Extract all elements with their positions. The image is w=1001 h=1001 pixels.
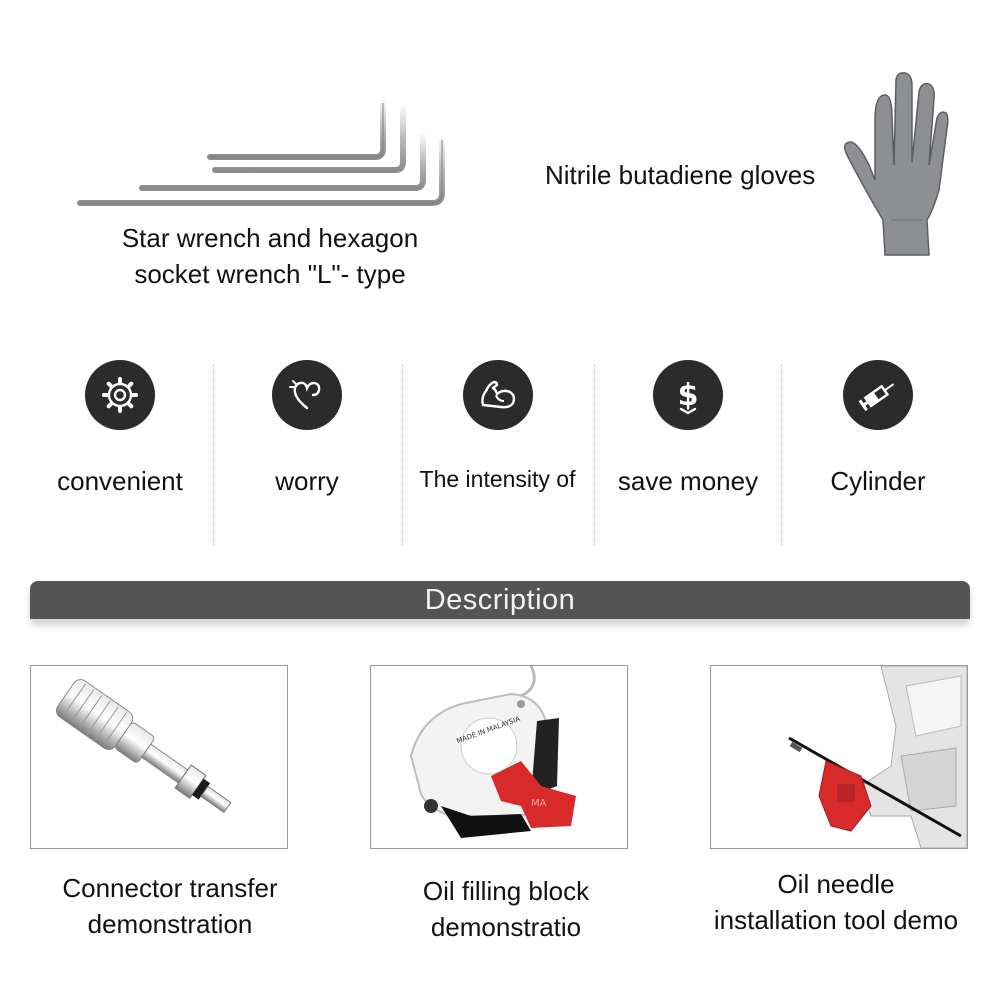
dollar-icon: $: [653, 360, 723, 430]
lever-print-text: MA: [531, 798, 547, 809]
feature-cylinder: Cylinder: [788, 360, 968, 550]
feature-intensity: The intensity of: [405, 360, 590, 550]
oil-needle-caption-line2: installation tool demo: [713, 905, 959, 935]
svg-text:$: $: [678, 378, 699, 413]
description-title: Description: [424, 583, 576, 616]
gloves-label: Nitrile butadiene gloves: [545, 160, 816, 190]
oil-filling-caption-line2: demonstratio: [430, 912, 582, 942]
oil-needle-caption: Oil needle installation tool demo: [686, 866, 986, 938]
feature-divider: [781, 365, 782, 545]
oil-needle-caption-line1: Oil needle: [777, 869, 895, 899]
connector-caption-line2: demonstration: [87, 909, 253, 939]
oil-filling-caption-line1: Oil filling block: [422, 876, 590, 906]
connector-caption-line1: Connector transfer: [62, 873, 278, 903]
feature-label-save-money: save money: [617, 466, 759, 496]
feature-convenient: convenient: [30, 360, 210, 550]
wrench-caption: Star wrench and hexagon socket wrench "L…: [70, 220, 470, 292]
description-header-bar: Description: [30, 581, 970, 619]
l-wrench-set-image: [70, 95, 460, 220]
feature-divider: [213, 365, 214, 545]
gear-icon: [85, 360, 155, 430]
wrench-caption-line1: Star wrench and hexagon: [121, 223, 419, 253]
muscle-arm-icon: [462, 360, 533, 430]
feature-label-convenient: convenient: [57, 466, 183, 496]
feature-divider: [402, 365, 403, 545]
feature-divider: [594, 365, 595, 545]
syringe-icon: [843, 360, 913, 430]
connector-transfer-caption: Connector transfer demonstration: [20, 870, 320, 942]
connector-transfer-image: [30, 665, 288, 849]
wrench-caption-line2: socket wrench "L"- type: [134, 259, 406, 289]
oil-filling-caption: Oil filling block demonstratio: [356, 873, 656, 945]
feature-label-intensity: The intensity of: [419, 466, 576, 492]
feature-worry: worry: [217, 360, 397, 550]
oil-filling-block-image: MADE IN MALAYSIA MA: [370, 665, 628, 849]
heart-icon: [272, 360, 342, 430]
oil-needle-tool-image: [710, 665, 968, 849]
feature-save-money: $ save money: [598, 360, 778, 550]
feature-label-worry: worry: [275, 466, 339, 496]
glove-image: [835, 70, 950, 260]
feature-label-cylinder: Cylinder: [830, 466, 926, 496]
